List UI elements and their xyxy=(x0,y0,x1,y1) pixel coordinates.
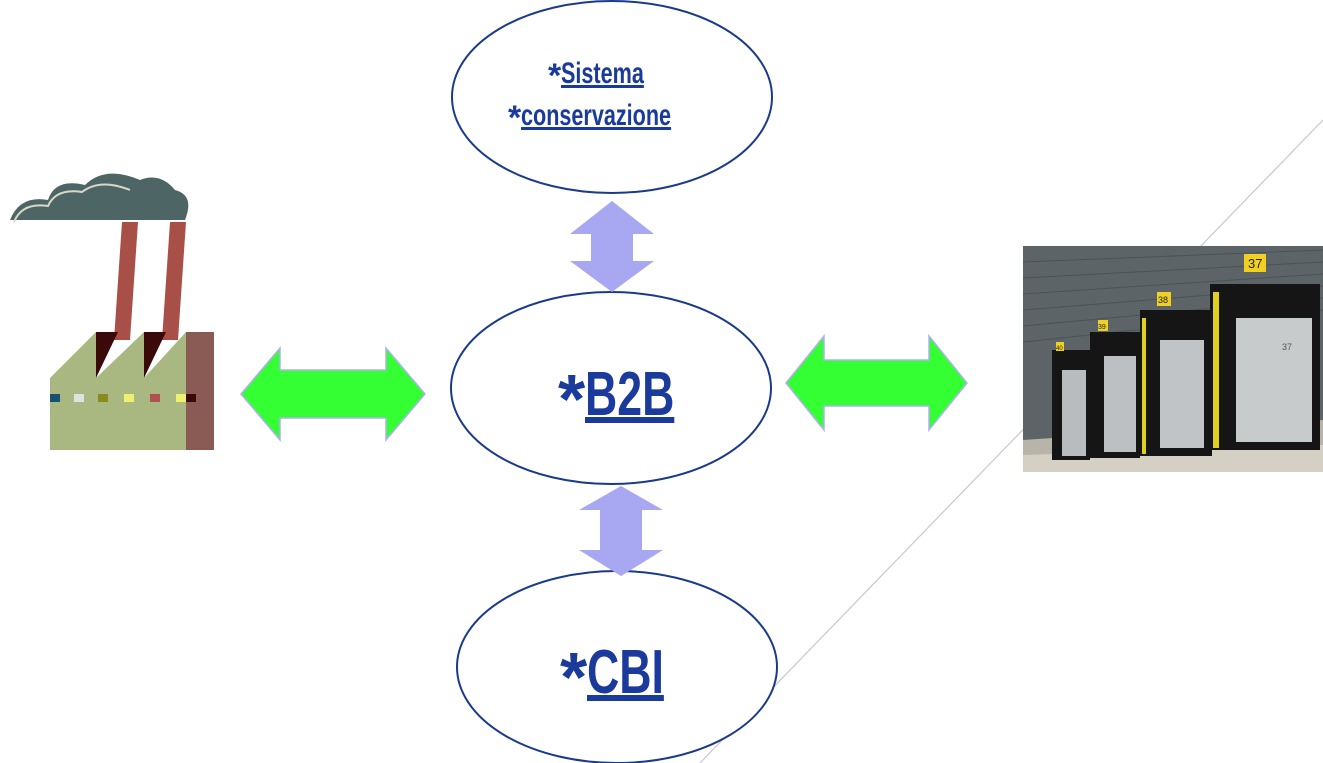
horizontal-arrow-right xyxy=(785,333,968,433)
star-bullet-icon: * xyxy=(508,99,522,137)
cbi-label: CBI xyxy=(587,638,665,707)
factory-icon xyxy=(10,173,214,450)
svg-text:39: 39 xyxy=(1098,324,1106,331)
sistema-label: Sistema xyxy=(561,57,645,90)
decorative-diagonal-line xyxy=(699,119,1323,763)
star-bullet-icon: * xyxy=(560,638,588,716)
b2b-link[interactable]: *B2B xyxy=(558,360,709,438)
star-bullet-icon: * xyxy=(558,360,586,438)
ellipse-top-node xyxy=(451,0,773,194)
vertical-arrow-bottom xyxy=(579,486,663,576)
b2b-label: B2B xyxy=(585,360,675,429)
star-bullet-icon: * xyxy=(548,57,562,95)
conservazione-label: conservazione xyxy=(521,99,672,132)
conservazione-link[interactable]: *conservazione xyxy=(508,99,730,137)
loading-dock-photo: 37 38 39 40 37 xyxy=(1022,246,1323,472)
svg-text:37: 37 xyxy=(1248,256,1262,271)
sistema-link[interactable]: *Sistema xyxy=(548,57,676,95)
ellipse-center-node xyxy=(450,291,772,485)
vertical-arrow-top xyxy=(570,201,654,292)
svg-text:40: 40 xyxy=(1056,346,1063,352)
svg-text:38: 38 xyxy=(1158,295,1168,305)
svg-text:37: 37 xyxy=(1282,342,1292,352)
cbi-link[interactable]: *CBI xyxy=(560,638,694,716)
horizontal-arrow-left xyxy=(240,345,426,443)
